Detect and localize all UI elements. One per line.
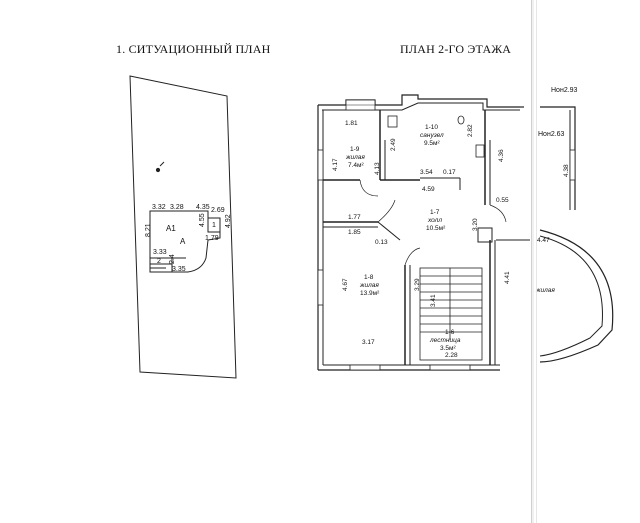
room-id: 1-10 <box>425 124 438 131</box>
floor-plan-title: ПЛАН 2-ГО ЭТАЖА <box>400 42 512 56</box>
staircase <box>419 267 483 361</box>
site-label: А <box>180 237 186 246</box>
dim: 4.41 <box>504 271 511 284</box>
window <box>349 364 381 371</box>
site-dim: 2.4 <box>169 254 176 264</box>
window <box>317 269 324 306</box>
room-id: 1-8 <box>364 274 374 281</box>
site-plan <box>129 75 237 379</box>
dim: 1.77 <box>348 214 361 221</box>
site-dim: 4.55 <box>199 213 206 227</box>
dim: 2.28 <box>445 352 458 359</box>
room-area: 9.5м² <box>424 140 441 147</box>
site-annex <box>207 217 221 233</box>
site-dim: 3.32 <box>152 204 166 211</box>
room-name: жилая <box>345 154 365 161</box>
window <box>569 149 576 181</box>
site-plan-title: 1. СИТУАЦИОННЫЙ ПЛАН <box>116 42 271 56</box>
dim: 2.82 <box>467 124 474 137</box>
window <box>429 364 471 371</box>
door-swing <box>377 199 396 223</box>
dim: 4.59 <box>422 186 435 193</box>
dim: 0.55 <box>496 197 509 204</box>
site-dim: 4.35 <box>196 204 210 211</box>
site-dim: 4.92 <box>225 214 232 228</box>
dim: 4.38 <box>563 164 570 177</box>
dim: 0.13 <box>375 239 388 246</box>
scan-fold-edge <box>536 0 537 523</box>
room-id: 1-9 <box>350 146 360 153</box>
dim: 4.47 <box>537 237 550 244</box>
dim: 3.29 <box>414 278 421 291</box>
dim: 2.49 <box>390 138 397 151</box>
room-name: лестница <box>429 337 461 344</box>
height-mark: Нон2.93 <box>551 87 578 94</box>
dim: 0.17 <box>443 169 456 176</box>
toilet <box>387 115 398 128</box>
room-area: 3.5м² <box>440 345 457 352</box>
site-dim: 3.33 <box>153 249 167 256</box>
dim: 3.20 <box>472 218 479 231</box>
dim: 3.17 <box>362 339 375 346</box>
dim: 3.41 <box>430 294 437 307</box>
room-name: жилая <box>359 282 379 289</box>
room-name: санузел <box>420 132 444 139</box>
site-plan-labels: 3.32 3.28 4.35 2.69 8.21 4.55 4.92 1.79 … <box>145 204 232 273</box>
dim: 4.67 <box>342 278 349 291</box>
dim: 3.54 <box>420 169 433 176</box>
dim: 1.81 <box>345 120 358 127</box>
site-label: 1 <box>212 222 216 229</box>
site-dim: 8.21 <box>145 223 152 237</box>
floor-plan-walls <box>317 94 614 371</box>
site-dim: 3.28 <box>170 204 184 211</box>
dim: 4.13 <box>374 162 381 175</box>
site-label: А1 <box>166 224 176 233</box>
room-area: 7.4м² <box>348 162 365 169</box>
door-swing <box>489 204 507 223</box>
door-swing <box>404 247 421 266</box>
site-label: 2 <box>157 258 161 265</box>
site-boundary <box>129 75 237 379</box>
room-id: 1-6 <box>445 329 455 336</box>
scan-fold-edge <box>531 0 534 523</box>
height-mark: Нон2.63 <box>538 131 565 138</box>
window <box>317 149 324 181</box>
door-swing <box>359 179 379 197</box>
dim: 1.85 <box>348 229 361 236</box>
room-name: холл <box>427 217 442 224</box>
dim: 4.36 <box>498 149 505 162</box>
room-name: жилая <box>535 287 555 294</box>
room-area: 10.5м² <box>426 225 446 232</box>
floor-plan-text: Нон2.93 Нон2.63 1-10 санузел 9.5м² 1-9 ж… <box>332 87 578 359</box>
site-dim: 3.35 <box>172 266 186 273</box>
site-dim: 1.79 <box>205 235 219 242</box>
site-dim: 2.69 <box>211 207 225 214</box>
dim: 4.17 <box>332 158 339 171</box>
room-area: 13.9м² <box>360 290 380 297</box>
room-id: 1-7 <box>430 209 440 216</box>
